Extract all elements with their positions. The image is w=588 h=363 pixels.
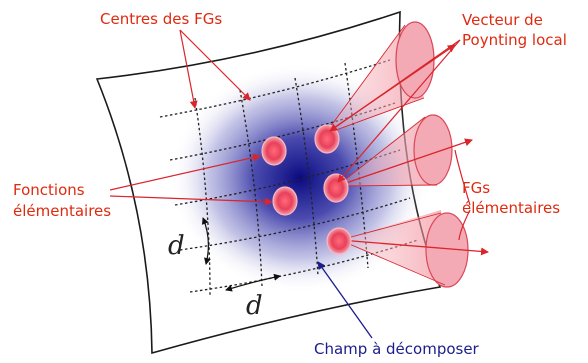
d-vertical-arrow xyxy=(202,217,211,265)
label-vecteur-line1: Vecteur de xyxy=(462,11,543,29)
champ-pointer xyxy=(317,261,373,339)
label-centres-des-fgs: Centres des FGs xyxy=(100,10,222,28)
label-champ-a-decomposer: Champ à décomposer xyxy=(314,340,480,358)
gaussian-1 xyxy=(261,136,287,166)
label-fonctions-line2: élémentaires xyxy=(13,202,111,220)
gaussian-2 xyxy=(314,124,340,154)
gaussian-5 xyxy=(326,227,352,255)
d-horizontal-arrow xyxy=(225,273,281,292)
cone-middle xyxy=(337,114,453,186)
label-fonctions-line1: Fonctions xyxy=(13,181,85,199)
red-pointers xyxy=(109,29,471,241)
gaussian-4 xyxy=(323,173,349,203)
cone-edge-lines xyxy=(324,24,446,286)
label-d-vertical: d xyxy=(168,231,185,261)
gaussian-3 xyxy=(272,186,298,216)
label-d-horizontal: d xyxy=(246,291,263,321)
label-fgs-line2: élémentaires xyxy=(462,199,560,217)
label-fgs-line1: FGs xyxy=(462,179,490,197)
label-vecteur-line2: Poynting local xyxy=(462,31,567,49)
cone-bottom xyxy=(340,210,469,288)
